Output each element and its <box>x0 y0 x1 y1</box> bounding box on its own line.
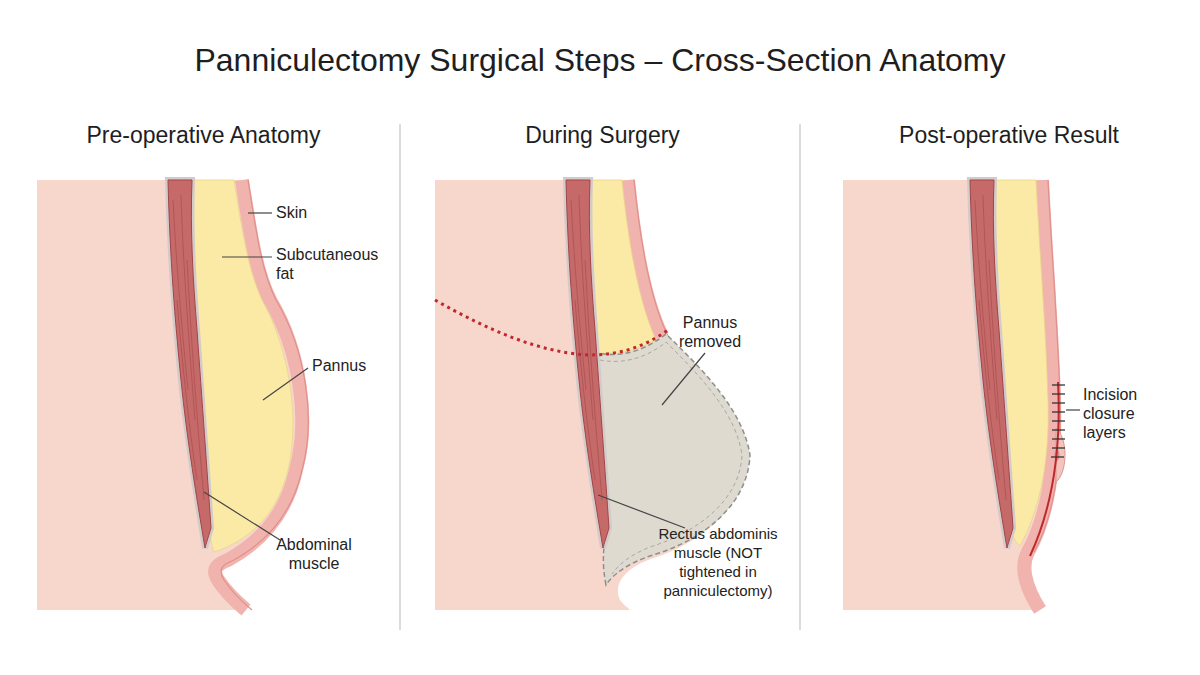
suture-mark <box>1052 393 1065 394</box>
postop-illustration <box>843 180 1065 610</box>
panel-heading: During Surgery <box>435 120 770 150</box>
leader-line <box>204 492 280 540</box>
body-tissue <box>843 180 1054 610</box>
suture-mark <box>1052 402 1065 403</box>
body-tissue <box>37 180 302 610</box>
suture-mark <box>1051 456 1064 457</box>
closed-incision <box>1030 382 1059 556</box>
callout-label: Rectus abdominis muscle (NOT tightened i… <box>648 524 788 600</box>
callout-label: Subcutaneous fat <box>276 245 386 283</box>
subcutaneous-fat <box>590 180 656 354</box>
callout-label: Abdominal muscle <box>262 535 366 573</box>
panel-heading: Post-operative Result <box>843 120 1175 150</box>
callout-label: Skin <box>276 203 336 222</box>
preop-illustration <box>37 180 308 610</box>
leader-line <box>248 212 272 213</box>
panel-divider <box>799 124 801 630</box>
diagram-title: Panniculectomy Surgical Steps – Cross-Se… <box>0 38 1200 82</box>
callout-label: Incision closure layers <box>1083 385 1153 442</box>
suture-mark <box>1052 420 1065 421</box>
suture-mark <box>1052 447 1065 448</box>
rectus-abdominis <box>566 180 609 548</box>
callout-label: Pannus <box>312 356 382 375</box>
panel-heading: Pre-operative Anatomy <box>37 120 370 150</box>
leader-line <box>263 368 308 400</box>
abdominal-muscle <box>970 180 1013 548</box>
suture-marks <box>1051 385 1065 457</box>
suture-mark <box>1052 411 1065 412</box>
suture-mark <box>1052 429 1065 430</box>
panel-divider <box>399 124 401 630</box>
leader-line <box>662 353 705 405</box>
leader-line <box>1066 409 1080 410</box>
leader-line <box>598 495 685 528</box>
incision-line <box>435 300 668 355</box>
suture-mark <box>1052 438 1065 439</box>
callout-label: Pannus removed <box>660 313 760 351</box>
suture-mark <box>1052 384 1065 385</box>
leader-line <box>222 256 272 257</box>
leader-lines <box>204 213 1080 540</box>
